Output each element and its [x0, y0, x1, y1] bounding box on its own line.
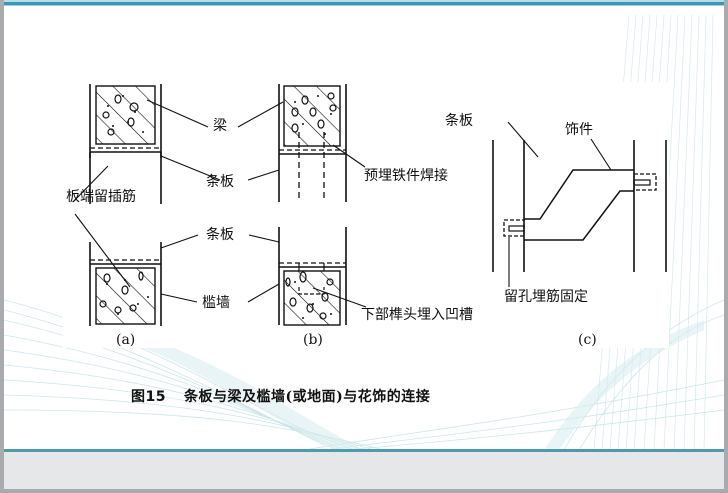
bottom-band [4, 449, 724, 489]
top-rule-highlight [4, 0, 724, 2]
label-beam: 梁 [213, 118, 227, 134]
label-end-rebar: 板端留插筋 [66, 189, 136, 205]
subfigure-a-sill [89, 242, 162, 326]
slide: 梁 条板 板端留插筋 预埋铁件焊接 条板 槛墙 下部榫头埋入凹槽 条板 饰件 留… [4, 0, 724, 489]
concrete-pebbles [99, 92, 337, 320]
label-sill-wall: 槛墙 [202, 295, 230, 311]
top-accent-rule [4, 2, 724, 5]
diagram-drawing [72, 84, 667, 326]
label-tenon-groove: 下部榫头埋入凹槽 [361, 307, 473, 323]
diagram-panel: 梁 条板 板端留插筋 预埋铁件焊接 条板 槛墙 下部榫头埋入凹槽 条板 饰件 留… [63, 82, 669, 348]
label-embedded-weld: 预埋铁件焊接 [364, 168, 448, 184]
label-panel-mid: 条板 [206, 227, 234, 243]
leader-lines [72, 99, 612, 308]
label-panel-c: 条板 [445, 113, 473, 129]
figure-number: 图15 [131, 389, 166, 405]
label-ornament: 饰件 [565, 122, 593, 138]
subfigure-a-beam [89, 84, 162, 204]
subfigure-label-c: (c) [578, 332, 597, 348]
subfigure-c [492, 140, 667, 272]
label-hole-rebar: 留孔埋筋固定 [504, 289, 588, 305]
top-rule-shadow [4, 5, 724, 6]
subfigure-label-b: (b) [303, 332, 323, 348]
subfigure-b-beam [278, 84, 347, 202]
figure-caption: 图15 条板与梁及槛墙(或地面)与花饰的连接 [131, 386, 430, 406]
subfigure-label-a: (a) [116, 332, 136, 348]
figure-caption-text: 条板与梁及槛墙(或地面)与花饰的连接 [183, 389, 431, 405]
label-panel-top: 条板 [206, 174, 234, 190]
